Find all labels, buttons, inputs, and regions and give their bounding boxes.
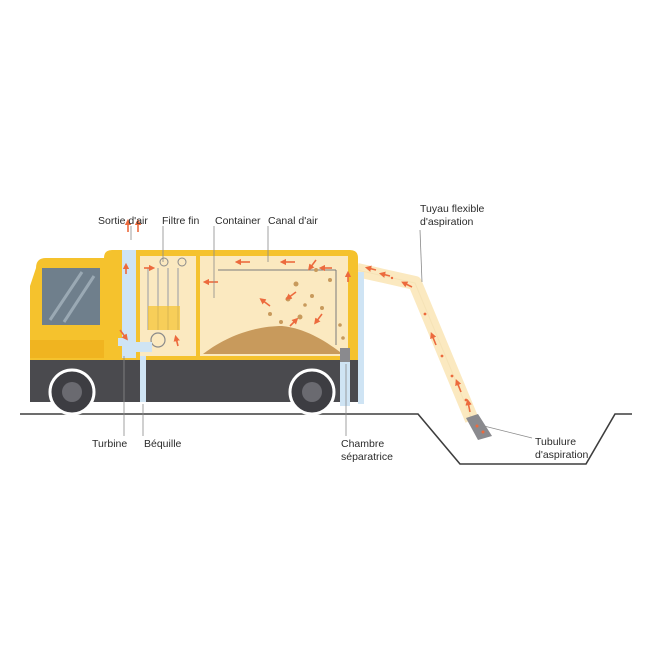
rear-wheel	[288, 368, 336, 416]
truck-cab	[30, 258, 112, 360]
collected-material	[203, 326, 340, 354]
label-chambre-1: Chambre	[341, 438, 384, 450]
label-tuyau-2: d'aspiration	[420, 216, 474, 228]
front-wheel	[48, 368, 96, 416]
stand-leg-rear	[358, 272, 364, 404]
air-duct	[118, 250, 152, 358]
label-chambre-2: séparatrice	[341, 451, 393, 463]
leader-lines	[123, 226, 533, 439]
separation-chamber	[340, 348, 350, 406]
label-tubulure-1: Tubulure	[535, 436, 576, 448]
label-tubulure-2: d'aspiration	[535, 449, 589, 461]
stand-leg	[140, 356, 146, 402]
label-container: Container	[215, 215, 261, 227]
fine-filter	[140, 256, 196, 356]
suction-nozzle	[466, 414, 492, 440]
suction-hose	[355, 263, 479, 423]
label-filtre-fin: Filtre fin	[162, 215, 200, 227]
particles	[390, 276, 468, 402]
label-turbine: Turbine	[92, 438, 127, 450]
label-bequille: Béquille	[144, 438, 182, 450]
label-sortie-air: Sortie d'air	[98, 215, 148, 227]
container	[200, 256, 348, 356]
label-canal-air: Canal d'air	[268, 215, 318, 227]
label-tuyau-1: Tuyau flexible	[420, 203, 485, 215]
ground-line	[20, 413, 632, 465]
flow-arrow-icon	[119, 218, 472, 413]
